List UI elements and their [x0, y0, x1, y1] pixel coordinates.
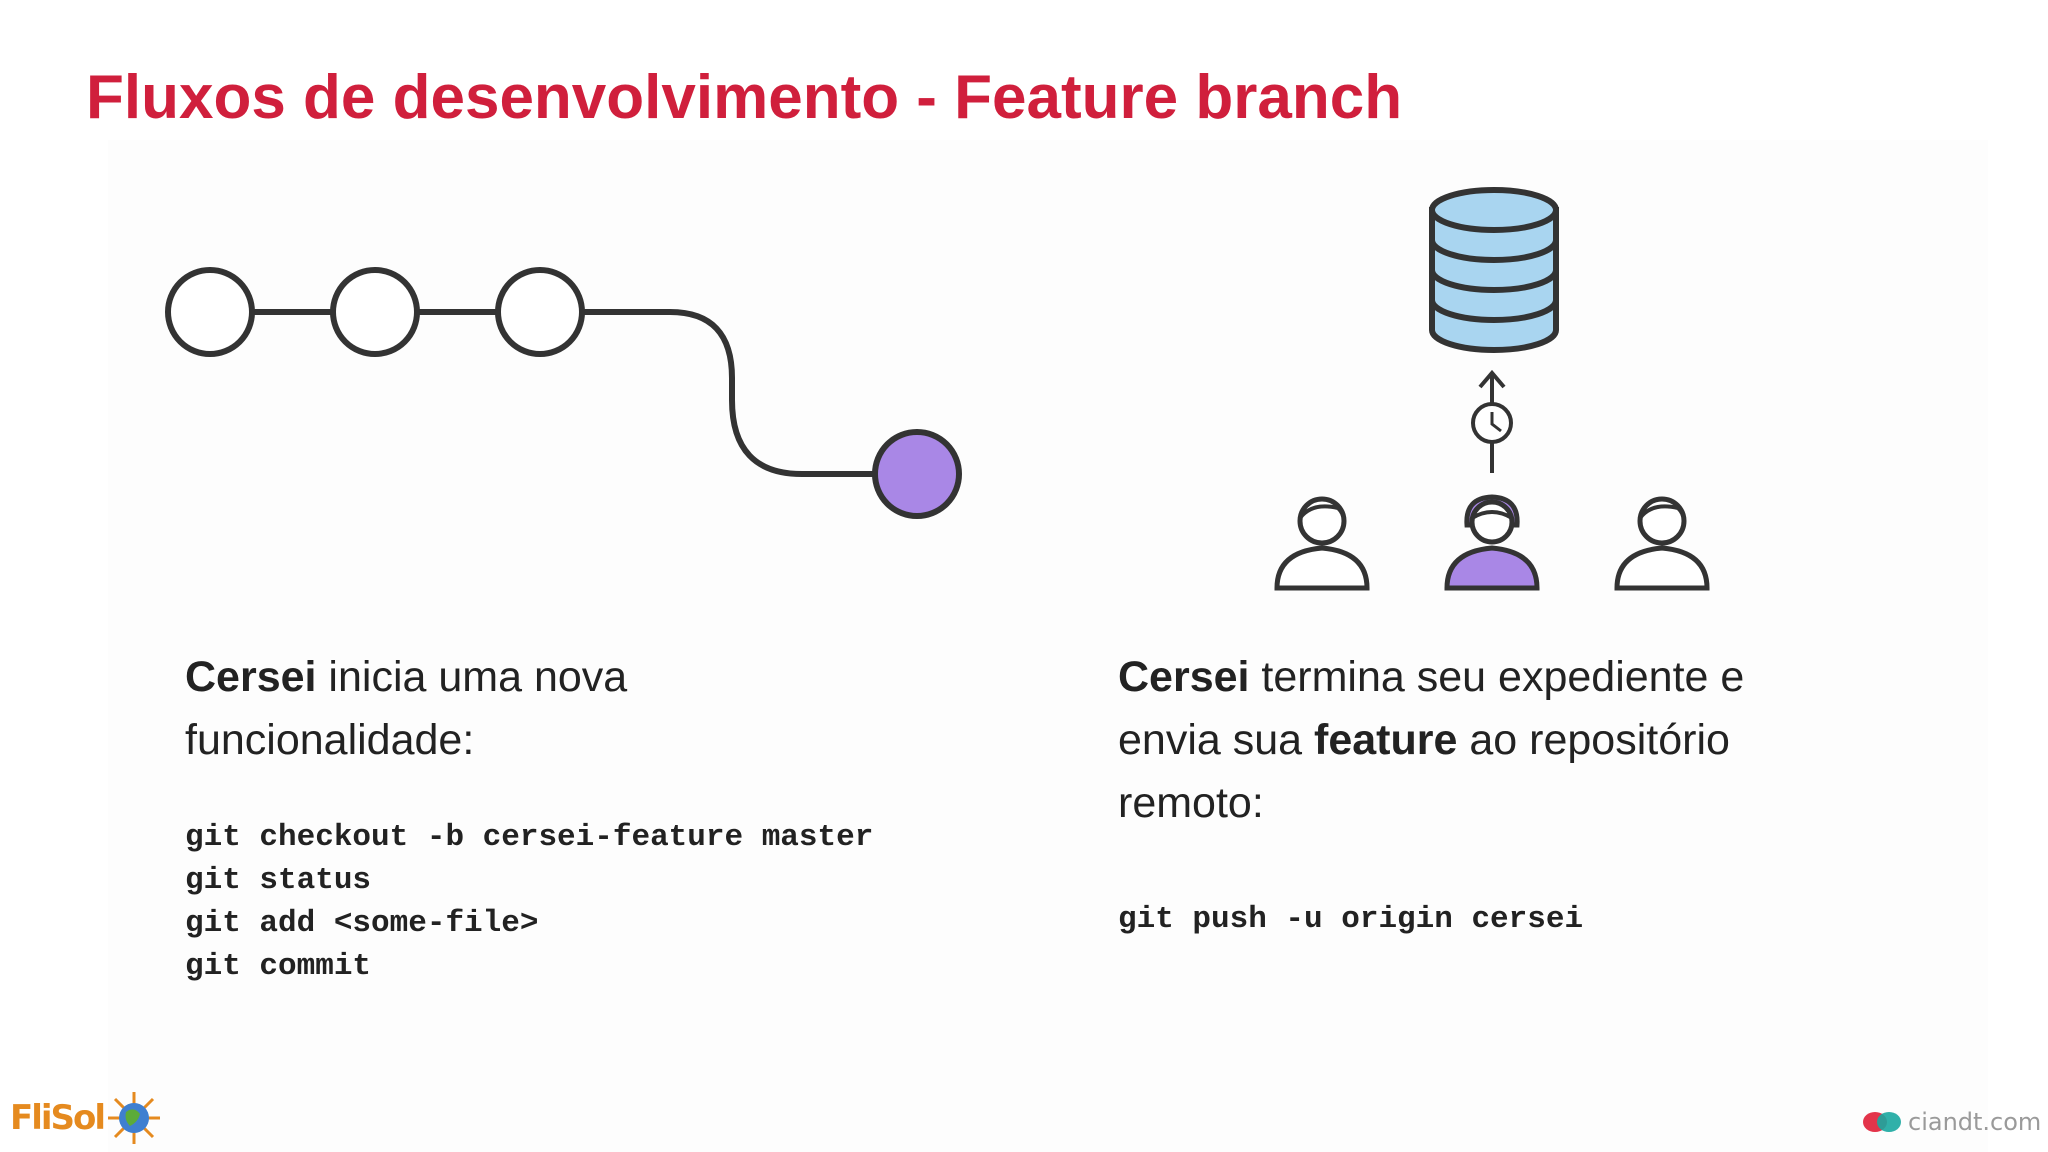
database-icon	[1429, 187, 1559, 353]
right-desc-line2-rest: ao repositório	[1457, 716, 1730, 764]
code-line: git commit	[185, 949, 372, 984]
right-desc-line1: termina seu expediente e	[1249, 653, 1745, 701]
feature-commit-node	[872, 429, 962, 519]
ciandt-logo: ciandt.com	[1862, 1104, 2041, 1140]
branch-curve	[582, 309, 915, 477]
flisol-logo: FliSol	[10, 1085, 164, 1151]
commit-node-3	[495, 267, 585, 357]
left-desc-name: Cersei	[185, 653, 317, 701]
user-icon-active	[1444, 494, 1540, 591]
code-line: git checkout -b cersei-feature master	[185, 820, 874, 855]
right-desc-name: Cersei	[1118, 653, 1250, 701]
commit-node-2	[330, 267, 420, 357]
globe-icon	[108, 1092, 161, 1144]
right-description: Cersei termina seu expediente e envia su…	[1118, 646, 1938, 835]
user-icon-left	[1274, 496, 1370, 591]
ciandt-mark-icon	[1863, 1112, 1901, 1132]
branch-diagram	[165, 267, 962, 519]
code-line: git add <some-file>	[185, 906, 539, 941]
left-desc-line2: funcionalidade:	[185, 716, 475, 764]
code-line: git status	[185, 863, 372, 898]
flisol-logo-text: FliSol	[10, 1098, 106, 1138]
user-icon-right	[1614, 496, 1710, 591]
clock-icon	[1471, 402, 1513, 444]
right-code-block: git push -u origin cersei	[1118, 898, 1583, 941]
slide-background	[108, 140, 1988, 1152]
commit-node-1	[165, 267, 255, 357]
left-code-block: git checkout -b cersei-feature master gi…	[185, 816, 873, 988]
right-desc-line3: remoto:	[1118, 779, 1264, 827]
code-line: git push -u origin cersei	[1118, 902, 1584, 937]
right-desc-feature: feature	[1314, 716, 1458, 764]
push-diagram	[1274, 187, 1710, 591]
left-desc-line1: inicia uma nova	[316, 653, 628, 701]
left-description: Cersei inicia uma nova funcionalidade:	[185, 646, 945, 772]
slide-title: Fluxos de desenvolvimento - Feature bran…	[86, 63, 1403, 132]
right-desc-line2-start: envia sua	[1118, 716, 1315, 764]
ciandt-logo-text: ciandt.com	[1908, 1108, 2042, 1136]
